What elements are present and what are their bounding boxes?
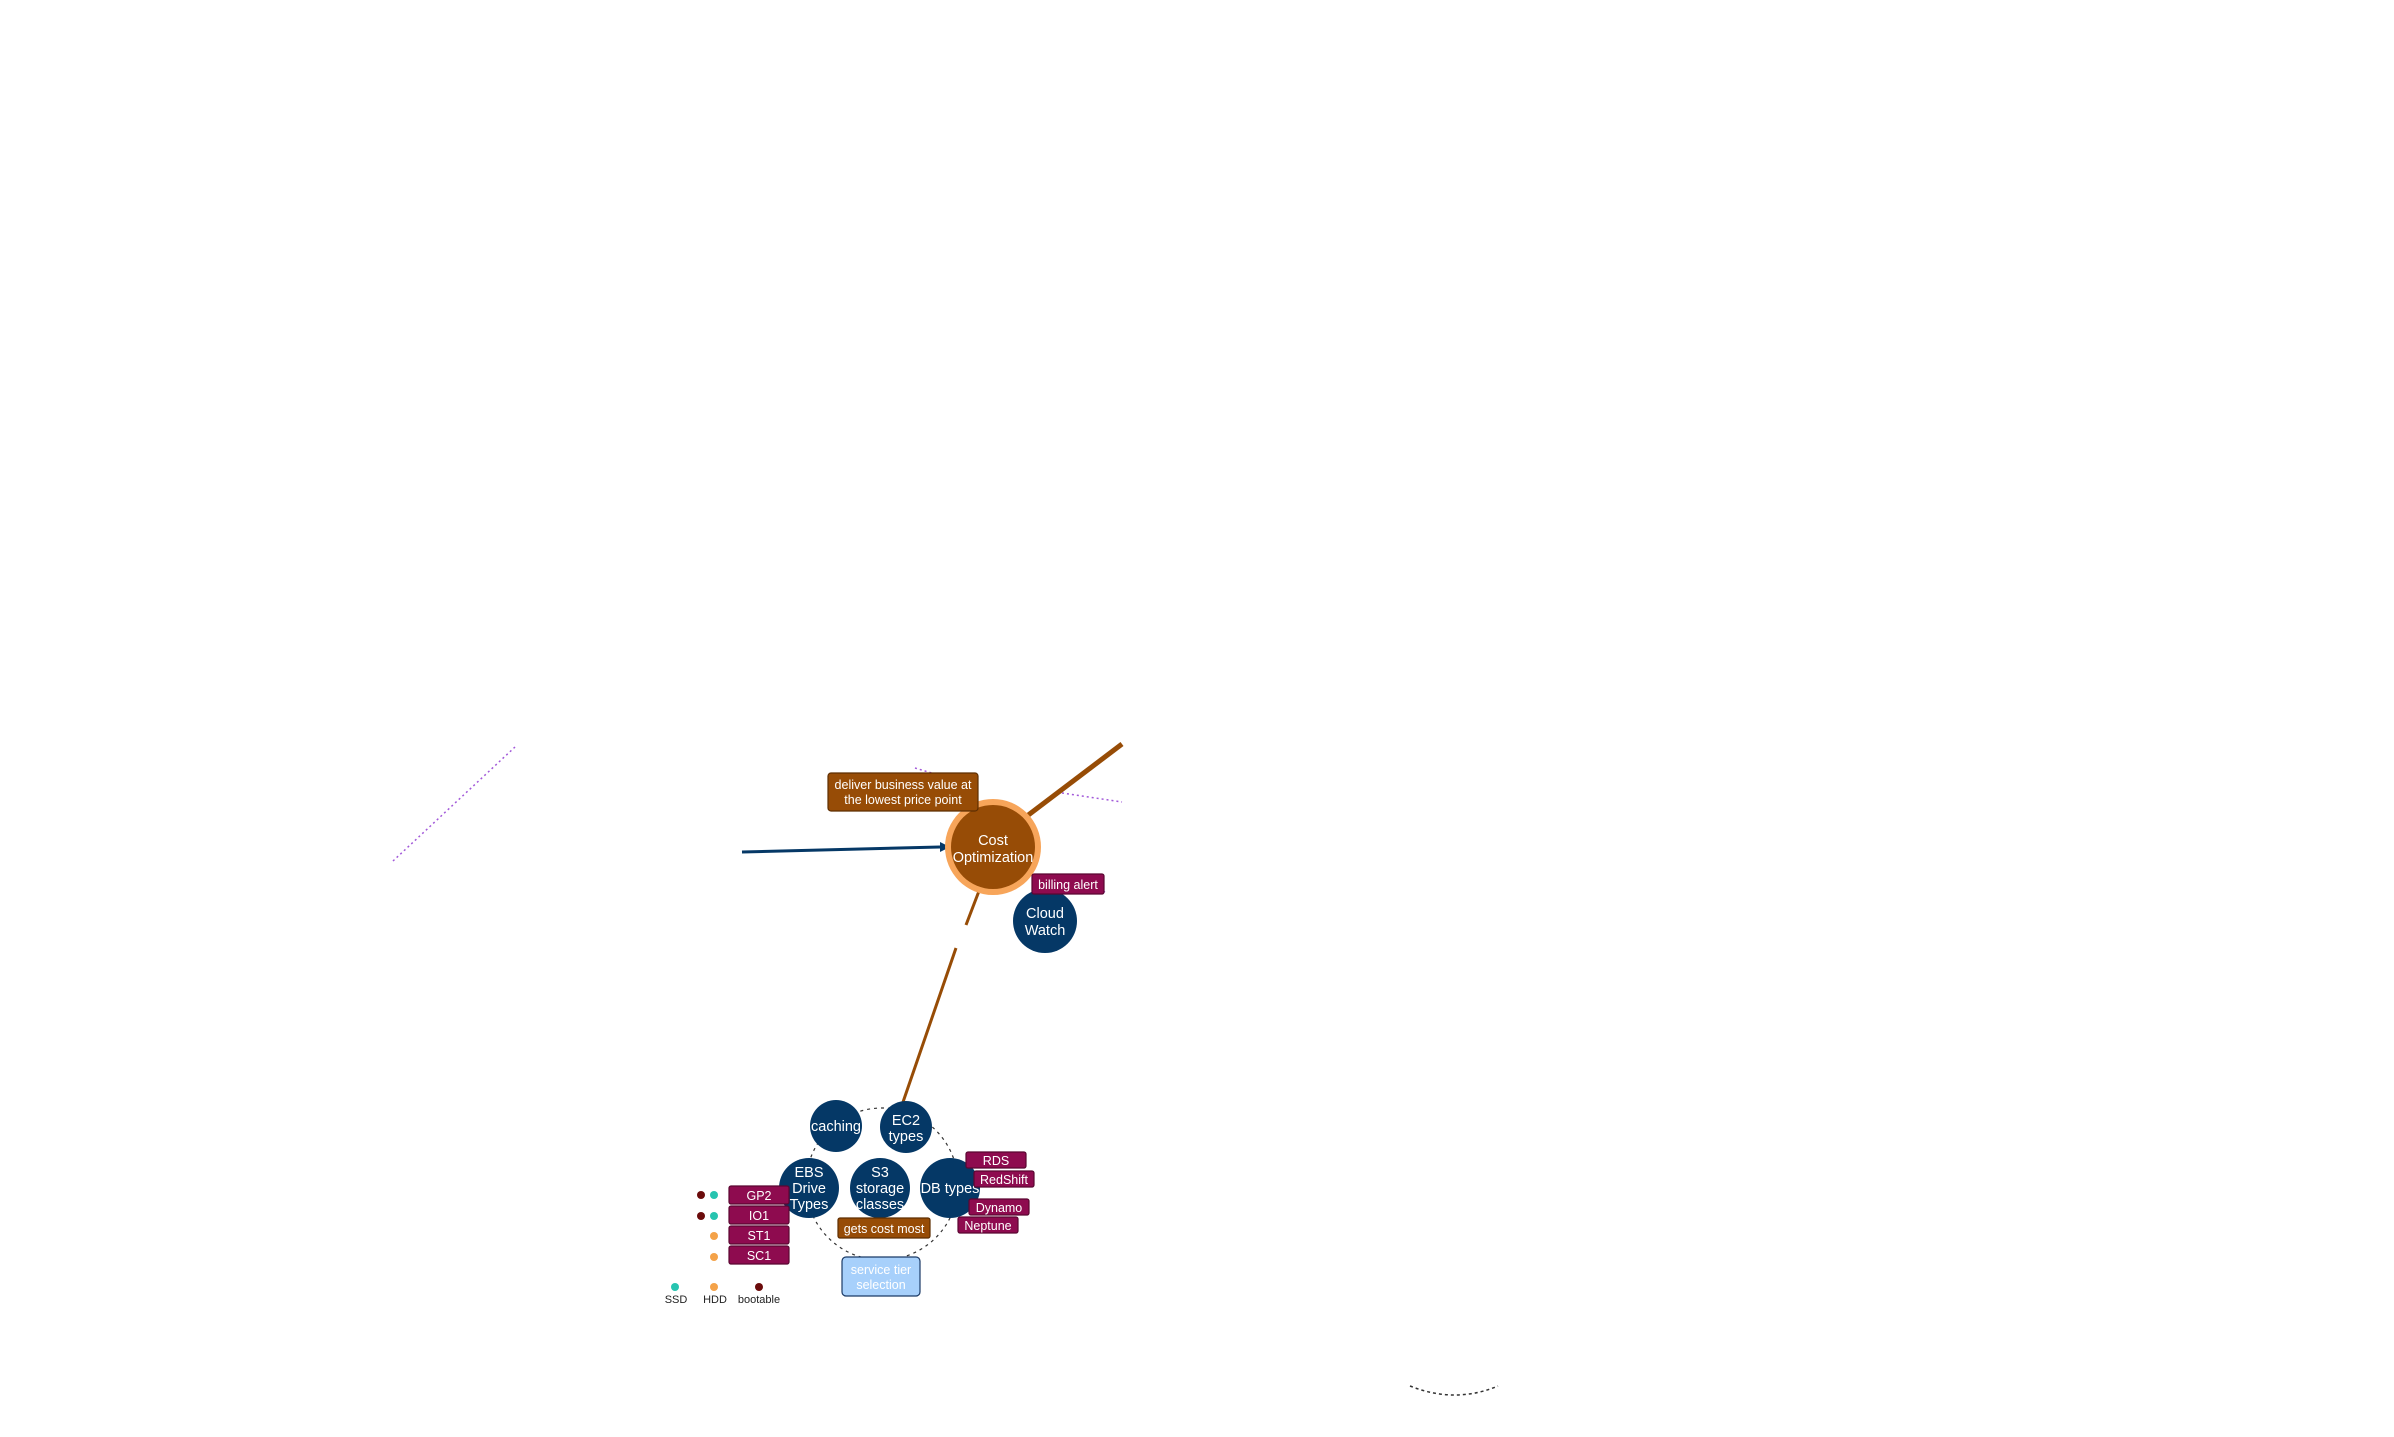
ebs-tag-st1-box <box>728 1225 790 1245</box>
s3-storage-classes-node[interactable]: S3 storage classes <box>850 1158 910 1218</box>
legend-ssd-dot <box>671 1283 679 1291</box>
s3-note-label[interactable]: gets cost most <box>837 1217 931 1239</box>
io1-ssd-dot <box>710 1212 718 1220</box>
db-tag-neptune-text: Neptune <box>964 1219 1011 1233</box>
cloudwatch-line1: Cloud <box>1026 906 1064 922</box>
ebs-line1: EBS <box>794 1165 823 1181</box>
ebs-tag-st1[interactable]: ST1 <box>728 1225 790 1245</box>
ebs-tag-io1-box <box>728 1205 790 1225</box>
goal-line2: the lowest price point <box>844 793 962 807</box>
ebs-tag-gp2-box <box>728 1185 790 1205</box>
navy-connector <box>741 845 941 854</box>
s3-line2: storage <box>856 1181 904 1197</box>
ec2-circle <box>880 1101 932 1153</box>
db-types-node[interactable]: DB types <box>920 1158 980 1218</box>
ebs-tag-sc1[interactable]: SC1 <box>728 1245 790 1265</box>
ebs-tag-sc1-box <box>728 1245 790 1265</box>
service-tier-line1: service tier <box>851 1263 911 1277</box>
legend-hdd-label: HDD <box>703 1294 727 1306</box>
legend: SSD HDD bootable <box>665 1283 780 1306</box>
ebs-drive-types-node[interactable]: EBS Drive Types <box>779 1158 839 1218</box>
db-tag-redshift-text: RedShift <box>980 1173 1028 1187</box>
gp2-bootable-dot <box>697 1191 705 1199</box>
ec2-line1: EC2 <box>892 1113 920 1129</box>
dotted-branch-right <box>1061 792 1123 803</box>
service-tier-box <box>841 1256 921 1297</box>
caching-node[interactable]: caching <box>810 1100 862 1152</box>
ebs-circle <box>779 1158 839 1218</box>
db-tag-redshift[interactable]: RedShift <box>973 1170 1035 1188</box>
db-tag-neptune[interactable]: Neptune <box>957 1216 1019 1234</box>
ebs-line3: Types <box>790 1197 829 1213</box>
brown-connector-down-2 <box>900 947 958 1106</box>
db-tag-rds-text: RDS <box>983 1154 1009 1168</box>
core-title-line2: Optimization <box>953 850 1034 866</box>
cloudwatch-circle <box>1013 889 1077 953</box>
core-circle <box>951 805 1035 889</box>
db-text: DB types <box>921 1181 980 1197</box>
db-tag-rds[interactable]: RDS <box>965 1151 1027 1169</box>
ebs-tag-io1[interactable]: IO1 <box>728 1205 790 1225</box>
service-tier-line2: selection <box>856 1278 905 1292</box>
caching-text: caching <box>811 1119 861 1135</box>
dotted-branch-goal <box>914 767 936 775</box>
db-tag-dynamo[interactable]: Dynamo <box>968 1198 1030 1216</box>
legend-hdd-dot <box>710 1283 718 1291</box>
dotted-branch-left <box>392 746 516 862</box>
s3-line3: classes <box>856 1197 904 1213</box>
legend-ssd-label: SSD <box>665 1294 688 1306</box>
gp2-ssd-dot <box>710 1191 718 1199</box>
bottom-arc <box>1409 1385 1499 1396</box>
legend-bootable-dot <box>755 1283 763 1291</box>
st1-hdd-dot <box>710 1232 718 1240</box>
db-tag-dynamo-text: Dynamo <box>976 1201 1023 1215</box>
db-tag-rds-box <box>965 1151 1027 1169</box>
goal-box <box>827 772 979 812</box>
cloudwatch-line2: Watch <box>1025 923 1066 939</box>
ebs-tag-io1-text: IO1 <box>749 1209 769 1223</box>
ec2-types-node[interactable]: EC2 types <box>880 1101 932 1153</box>
ebs-line2: Drive <box>792 1181 826 1197</box>
s3-circle <box>850 1158 910 1218</box>
billing-alert-text: billing alert <box>1038 878 1098 892</box>
brown-connector-up <box>1025 742 1124 818</box>
legend-bootable-label: bootable <box>738 1294 780 1306</box>
sc1-hdd-dot <box>710 1253 718 1261</box>
io1-bootable-dot <box>697 1212 705 1220</box>
goal-label[interactable]: deliver business value at the lowest pri… <box>827 772 979 812</box>
s3-note-text: gets cost most <box>844 1222 925 1236</box>
ebs-tag-sc1-text: SC1 <box>747 1249 771 1263</box>
cloudwatch-node[interactable]: Cloud Watch <box>1013 889 1077 953</box>
db-tag-dynamo-box <box>968 1198 1030 1216</box>
db-circle <box>920 1158 980 1218</box>
s3-line1: S3 <box>871 1165 889 1181</box>
ebs-tag-gp2[interactable]: GP2 <box>728 1185 790 1205</box>
goal-line1: deliver business value at <box>835 778 972 792</box>
ebs-tag-st1-text: ST1 <box>748 1229 771 1243</box>
s3-note-box <box>837 1217 931 1239</box>
brown-connector-down-1 <box>964 890 981 926</box>
service-tier-selection[interactable]: service tier selection <box>841 1256 921 1297</box>
db-tag-redshift-box <box>973 1170 1035 1188</box>
billing-alert-box <box>1031 873 1105 895</box>
db-tag-neptune-box <box>957 1216 1019 1234</box>
ebs-tag-gp2-text: GP2 <box>746 1189 771 1203</box>
caching-circle <box>810 1100 862 1152</box>
cost-optimization-node[interactable]: Cost Optimization <box>945 799 1041 895</box>
ec2-line2: types <box>889 1129 924 1145</box>
core-title-line1: Cost <box>978 833 1008 849</box>
billing-alert-tag[interactable]: billing alert <box>1031 873 1105 895</box>
